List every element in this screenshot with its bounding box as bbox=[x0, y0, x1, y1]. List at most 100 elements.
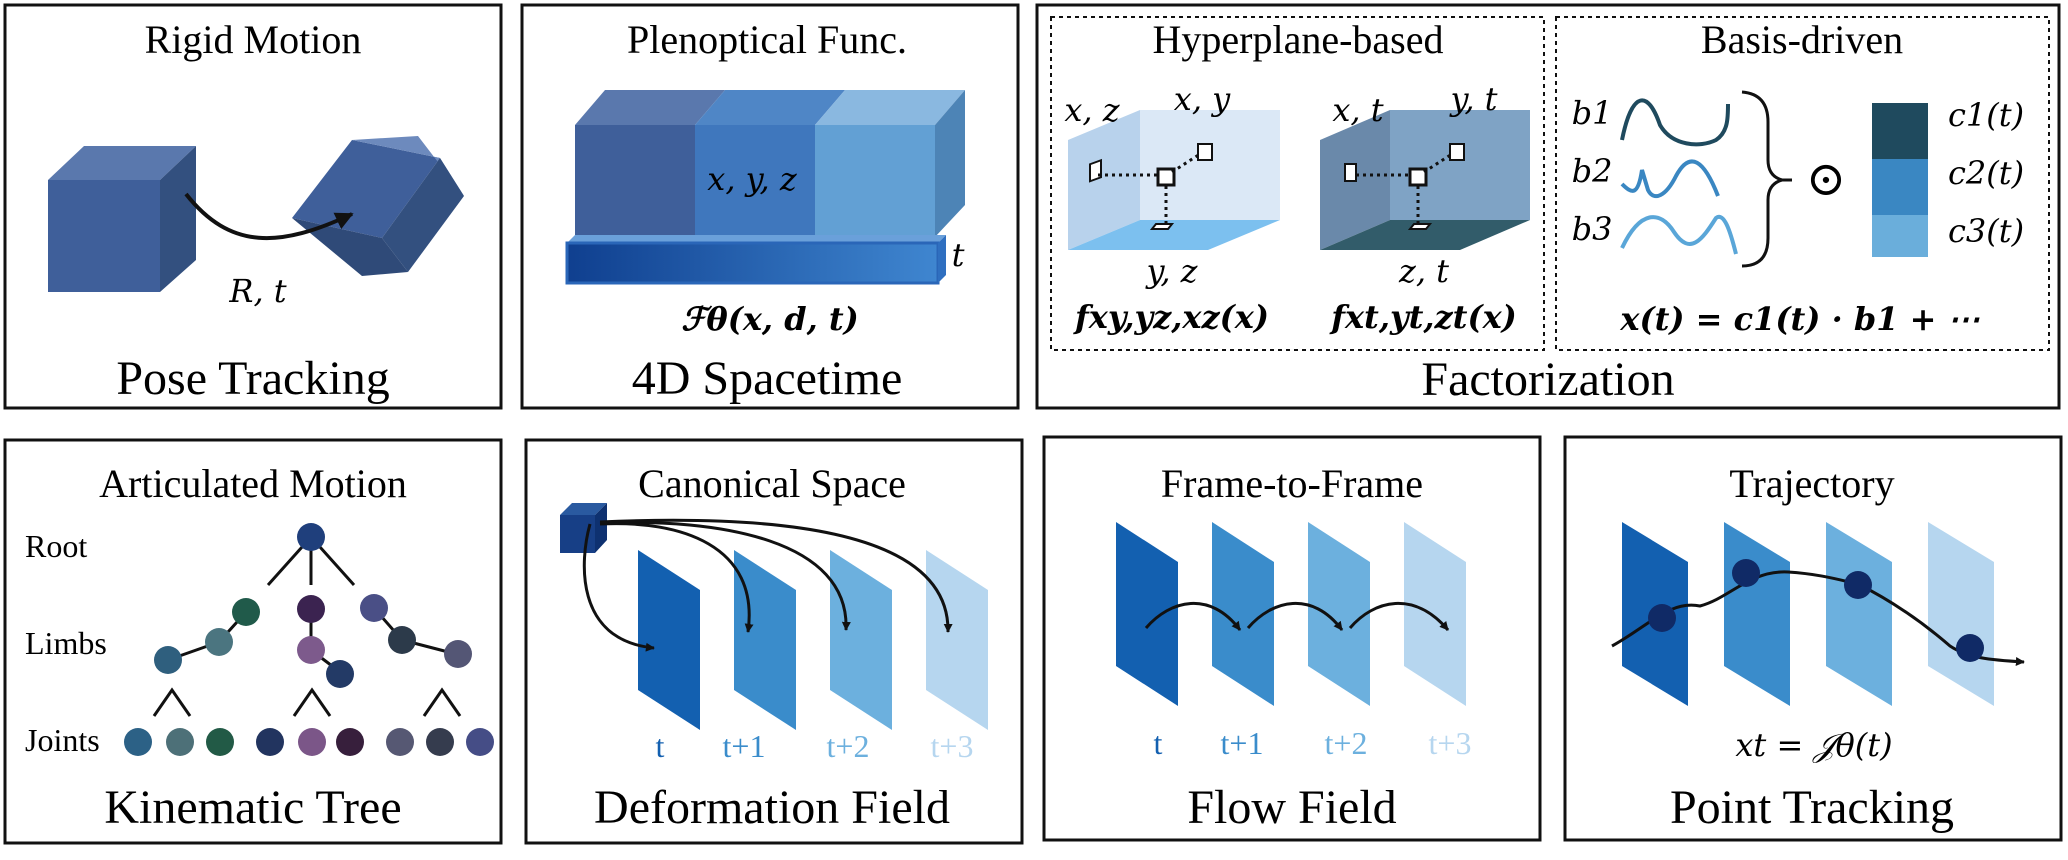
plane-yt-label: y, t bbox=[1448, 80, 1497, 118]
panel-caption: Deformation Field bbox=[594, 781, 950, 834]
frame-label-t: t bbox=[656, 728, 665, 764]
frame-label-t2: t+2 bbox=[827, 728, 870, 764]
hyperplane-cube-temporal bbox=[1320, 110, 1530, 250]
frame-label-t1: t+1 bbox=[723, 728, 766, 764]
panel-caption: Pose Tracking bbox=[116, 352, 389, 405]
panel-caption: Factorization bbox=[1421, 353, 1674, 406]
limb-joint bbox=[205, 628, 233, 656]
frame-label-t3: t+3 bbox=[1429, 725, 1472, 761]
time-frames bbox=[1116, 522, 1466, 706]
time-frames bbox=[1622, 522, 1994, 706]
panel-rigid-motion: Rigid Motion R, t Pose Tracking bbox=[3, 3, 503, 410]
level-label-root: Root bbox=[25, 528, 87, 564]
cube-before-icon bbox=[48, 146, 196, 292]
basis-label-1: b1 bbox=[1572, 94, 1613, 132]
panel-canonical-space: Canonical Space t t+1 t+2 t+3 Deformatio… bbox=[524, 438, 1024, 845]
leaf-joint bbox=[124, 728, 152, 756]
coeff-bar-3 bbox=[1872, 215, 1928, 257]
basis-curve-3 bbox=[1620, 214, 1738, 255]
basis-curve-1 bbox=[1620, 98, 1730, 147]
deformation-arrows bbox=[582, 518, 953, 652]
frame-t1 bbox=[1724, 522, 1790, 706]
coeff-bar-1 bbox=[1872, 103, 1928, 159]
trajectory-formula: xt = 𝒥θ(t) bbox=[1735, 726, 1892, 764]
panel-caption: 4D Spacetime bbox=[632, 352, 903, 405]
panel-title: Trajectory bbox=[1729, 461, 1894, 506]
plane-xt-label: x, t bbox=[1332, 91, 1383, 129]
panel-caption: Point Tracking bbox=[1670, 781, 1954, 834]
panel-title: Plenoptical Func. bbox=[627, 17, 907, 62]
basis-title: Basis-driven bbox=[1701, 17, 1903, 62]
panel-border bbox=[1563, 435, 2063, 842]
frame-t1 bbox=[1212, 522, 1274, 706]
leaf-joint bbox=[426, 728, 454, 756]
limb-joint bbox=[297, 595, 325, 623]
panel-factorization: Hyperplane-based Basis-driven x, z x, y … bbox=[1035, 3, 2061, 410]
track-point bbox=[1956, 634, 1984, 662]
leaf-joint bbox=[466, 728, 494, 756]
time-label: t bbox=[952, 236, 965, 274]
xyz-label: x, y, z bbox=[707, 160, 798, 198]
hyperplane-title: Hyperplane-based bbox=[1153, 17, 1444, 62]
panel-title: Rigid Motion bbox=[145, 17, 362, 62]
spatial-volume-icon bbox=[575, 90, 965, 237]
basis-curve-2 bbox=[1620, 159, 1720, 199]
frame-t3 bbox=[926, 550, 988, 730]
coeff-label-1: c1(t) bbox=[1948, 96, 2024, 134]
basis-label-3: b3 bbox=[1572, 210, 1613, 248]
plane-zt-label: z, t bbox=[1398, 252, 1449, 290]
panel-trajectory: Trajectory xt = 𝒥θ(t) Point Tracking bbox=[1563, 435, 2063, 842]
panel-caption: Flow Field bbox=[1187, 781, 1396, 834]
panel-title: Canonical Space bbox=[638, 461, 906, 506]
basis-label-2: b2 bbox=[1572, 152, 1613, 190]
limb-joint bbox=[154, 646, 182, 674]
frame-label-t: t bbox=[1154, 725, 1163, 761]
leaf-joint bbox=[206, 728, 234, 756]
frame-t2 bbox=[1826, 522, 1892, 706]
kinematic-tree-nodes bbox=[124, 523, 494, 756]
basis-formula: x(t) = c1(t) · b1 + ⋯ bbox=[1619, 300, 1979, 338]
cube-after-icon bbox=[292, 136, 464, 276]
frame-t3 bbox=[1404, 522, 1466, 706]
plane-xz-label: x, z bbox=[1064, 91, 1120, 129]
panel-border bbox=[3, 3, 503, 410]
plenoptic-function-label: ℱθ(x, d, t) bbox=[681, 300, 859, 338]
rotation-translation-label: R, t bbox=[228, 272, 286, 310]
level-label-limbs: Limbs bbox=[25, 625, 107, 661]
panel-border bbox=[520, 3, 1020, 410]
leaf-joint bbox=[256, 728, 284, 756]
panel-border bbox=[3, 438, 503, 845]
coeff-label-2: c2(t) bbox=[1948, 154, 2024, 192]
time-frames bbox=[638, 550, 988, 730]
limb-joint bbox=[232, 598, 260, 626]
trajectory-curve bbox=[1611, 570, 2025, 667]
hyperplane-box bbox=[1050, 16, 1545, 351]
flow-arrows bbox=[1144, 602, 1450, 631]
panel-plenoptical: Plenoptical Func. x, y, z t ℱθ(x, d, t) … bbox=[520, 3, 1020, 410]
track-point bbox=[1648, 604, 1676, 632]
frame-t2 bbox=[830, 550, 892, 730]
leaf-joint bbox=[386, 728, 414, 756]
time-rod-icon bbox=[565, 235, 946, 285]
coeff-label-3: c3(t) bbox=[1948, 212, 2024, 250]
basis-brace bbox=[1741, 90, 1788, 268]
panel-border bbox=[524, 438, 1024, 845]
panel-articulated: Articulated Motion Root Limbs Joints bbox=[3, 438, 503, 845]
hyperplane-cube-spatial bbox=[1068, 110, 1280, 250]
track-point bbox=[1732, 559, 1760, 587]
track-point bbox=[1844, 571, 1872, 599]
frame-label-t1: t+1 bbox=[1221, 725, 1264, 761]
frame-t bbox=[1116, 522, 1178, 706]
panel-caption: Kinematic Tree bbox=[104, 781, 401, 834]
frame-label-t2: t+2 bbox=[1325, 725, 1368, 761]
limb-joint bbox=[444, 640, 472, 668]
frame-label-t3: t+3 bbox=[931, 728, 974, 764]
root-joint bbox=[297, 523, 325, 551]
frame-t1 bbox=[734, 550, 796, 730]
frame-t3 bbox=[1928, 522, 1994, 706]
temporal-feature-label: fxt,yt,zt(x) bbox=[1329, 298, 1517, 336]
kinematic-tree-edges bbox=[152, 535, 462, 717]
leaf-joint bbox=[336, 728, 364, 756]
frame-t bbox=[638, 550, 700, 730]
